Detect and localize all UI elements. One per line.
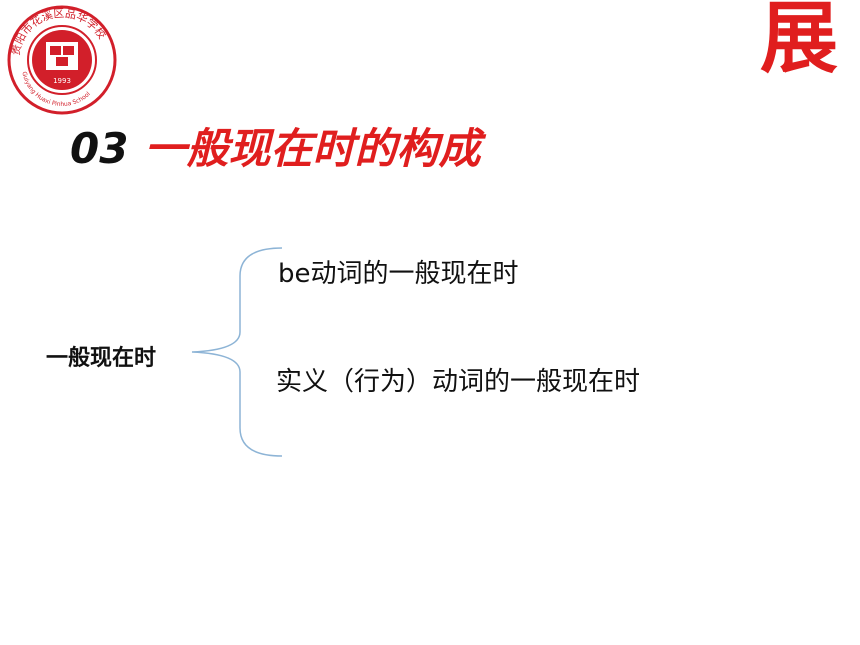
corner-word: 展 [760, 0, 839, 84]
title-text: 一般现在时的构成 [144, 124, 481, 173]
svg-text:1993: 1993 [53, 77, 71, 85]
branch-action-verb: 实义（行为）动词的一般现在时 [276, 367, 641, 397]
school-logo: 1993 贵阳市花溪区品华学校 Guiyang Huaxi Pinhua Sch… [7, 5, 117, 115]
section-number: 03 [70, 124, 129, 173]
curly-brace [191, 247, 283, 457]
branch-be-verb: be动词的一般现在时 [278, 259, 519, 289]
root-label: 一般现在时 [46, 346, 157, 371]
